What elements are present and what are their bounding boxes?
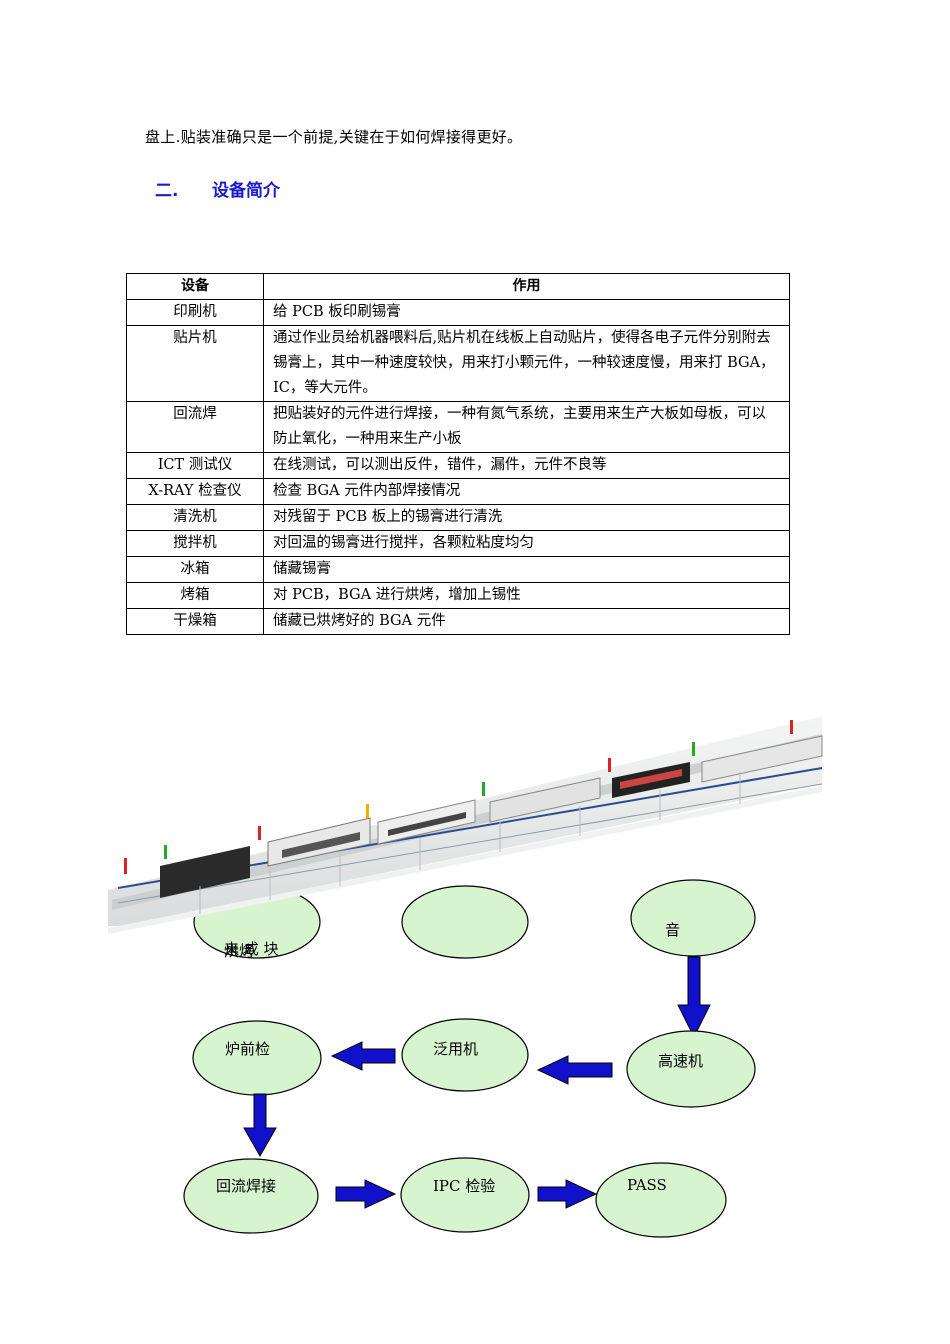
equipment-table: 设备 作用 印刷机给 PCB 板印刷锡膏 贴片机通过作业员给机器喂料后,贴片机在… [126, 273, 790, 635]
device-cell: 贴片机 [126, 325, 264, 402]
arrow-left-1 [536, 1055, 613, 1085]
function-cell: 通过作业员给机器喂料后,贴片机在线板上自动贴片，使得各电子元件分别附去锡膏上，其… [263, 325, 790, 402]
node-label-reflow: 回流焊接 [216, 1177, 277, 1195]
function-cell: 储藏锡膏 [263, 556, 790, 583]
partial-ellipse-right [630, 879, 756, 957]
partial-node-label-left-2: 烘烤 [224, 942, 255, 960]
table-row: 印刷机给 PCB 板印刷锡膏 [126, 299, 790, 326]
table-header-row: 设备 作用 [126, 273, 790, 300]
device-cell: 干燥箱 [126, 608, 264, 635]
intro-text: 盘上.贴装准确只是一个前提,关键在于如何焊接得更好。 [145, 128, 523, 146]
table-row: 回流焊 把贴装好的元件进行焊接，一种有氮气系统，主要用来生产大板如母板，可以防止… [126, 401, 790, 453]
partial-node-label-left: 来 成 块 [224, 940, 279, 958]
node-high-speed [626, 1030, 756, 1108]
device-cell: ICT 测试仪 [126, 452, 264, 479]
node-label-general-machine: 泛用机 [433, 1040, 479, 1058]
table-row: 烤箱对 PCB，BGA 进行烘烤，增加上锡性 [126, 582, 790, 609]
arrow-down-left [243, 1093, 277, 1158]
smt-line-image [108, 716, 823, 934]
function-cell: 把贴装好的元件进行焊接，一种有氮气系统，主要用来生产大板如母板，可以防止氧化，一… [263, 401, 790, 453]
section-number: 二. [155, 181, 179, 201]
node-label-high-speed: 高速机 [658, 1052, 704, 1070]
function-cell: 对 PCB，BGA 进行烘烤，增加上锡性 [263, 582, 790, 609]
node-label-pass: PASS [627, 1176, 667, 1194]
partial-node-label-right: 音 [665, 921, 681, 939]
node-label-furnace-check: 炉前检 [225, 1040, 271, 1058]
node-reflow [183, 1158, 319, 1234]
table-row: 干燥箱储藏已烘烤好的 BGA 元件 [126, 608, 790, 635]
section-heading: 二. 设备简介 [155, 176, 280, 201]
header-device: 设备 [126, 273, 264, 300]
arrow-down-right [677, 956, 711, 1039]
function-cell: 给 PCB 板印刷锡膏 [263, 299, 790, 326]
node-pass [595, 1162, 727, 1238]
device-cell: X-RAY 检查仪 [126, 478, 264, 505]
function-cell: 对回温的锡膏进行搅拌，各颗粒粘度均匀 [263, 530, 790, 557]
section-title: 设备简介 [212, 181, 280, 201]
table-row: 冰箱 储藏锡膏 [126, 556, 790, 583]
device-cell: 冰箱 [126, 556, 264, 583]
arrow-right-1 [335, 1179, 397, 1209]
arrow-left-2 [330, 1041, 396, 1071]
function-cell: 储藏已烘烤好的 BGA 元件 [263, 608, 790, 635]
arrow-right-2 [537, 1179, 598, 1209]
device-cell: 烤箱 [126, 582, 264, 609]
partial-ellipse-middle [401, 885, 529, 959]
node-ipc [400, 1157, 530, 1233]
node-label-ipc: IPC 检验 [433, 1177, 496, 1195]
table-row: 贴片机通过作业员给机器喂料后,贴片机在线板上自动贴片，使得各电子元件分别附去锡膏… [126, 325, 790, 402]
node-general-machine [401, 1018, 529, 1092]
